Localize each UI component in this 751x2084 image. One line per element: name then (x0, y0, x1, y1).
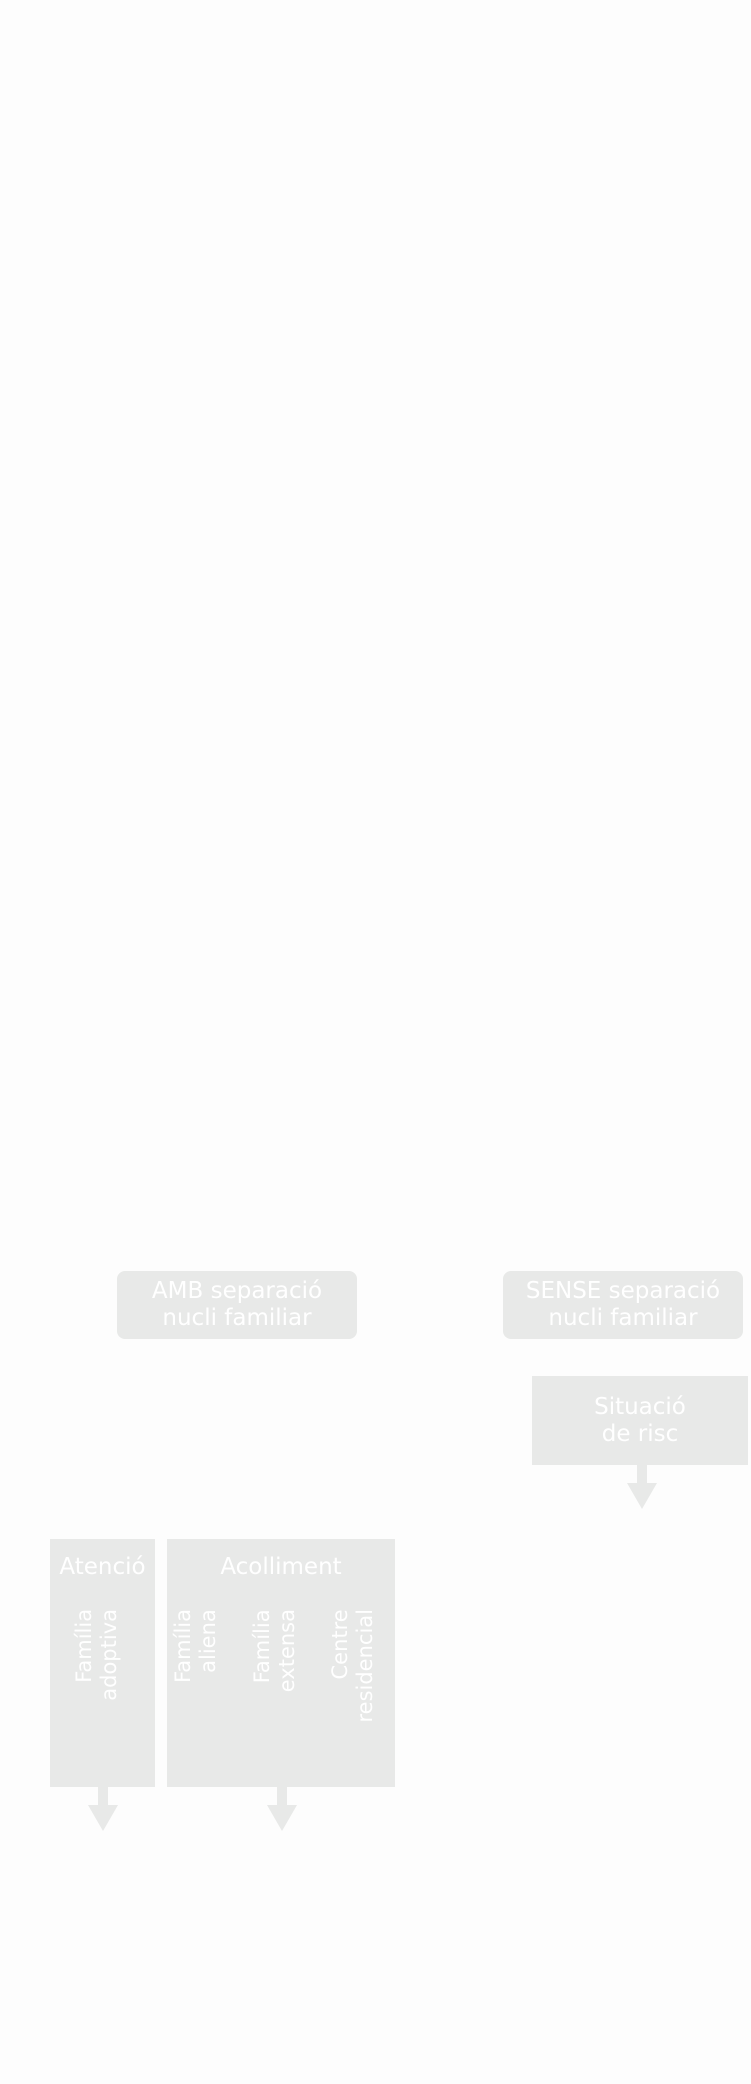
atencio-title: Atenció (59, 1554, 146, 1580)
acolliment-column: Acolliment Família aliena Família extens… (167, 1539, 395, 1787)
familia-aliena-label: Família aliena (171, 1609, 221, 1683)
amb-separacio-box: AMB separació nucli familiar (117, 1271, 357, 1339)
familia-adoptiva-line2: adoptiva (97, 1609, 121, 1701)
atencio-down-arrow-icon (88, 1787, 118, 1831)
risc-line1: Situació (594, 1393, 686, 1420)
familia-aliena-line2: aliena (196, 1609, 220, 1673)
acolliment-down-arrow-icon (267, 1787, 297, 1831)
acolliment-title: Acolliment (220, 1554, 342, 1580)
risc-down-arrow-icon (627, 1465, 657, 1509)
familia-adoptiva-label: Família adoptiva (72, 1609, 122, 1701)
centre-residencial-line2: residencial (353, 1609, 377, 1723)
sense-separacio-box: SENSE separació nucli familiar (503, 1271, 743, 1339)
amb-line2: nucli familiar (162, 1305, 312, 1331)
sense-line2: nucli familiar (548, 1305, 698, 1331)
familia-extensa-line2: extensa (275, 1609, 299, 1693)
atencio-column: Atenció Família adoptiva (50, 1539, 155, 1787)
sense-line1: SENSE separació (525, 1278, 721, 1304)
situacio-risc-box: Situació de risc (532, 1376, 748, 1465)
amb-line1: AMB separació (151, 1278, 323, 1304)
risc-line2: de risc (601, 1420, 679, 1447)
centre-residencial-label: Centre residencial (328, 1609, 378, 1723)
familia-extensa-label: Família extensa (250, 1609, 300, 1692)
familia-adoptiva-line1: Família (72, 1609, 96, 1683)
familia-extensa-line1: Família (250, 1609, 274, 1683)
centre-residencial-line1: Centre (328, 1609, 352, 1680)
familia-aliena-line1: Família (171, 1609, 195, 1683)
